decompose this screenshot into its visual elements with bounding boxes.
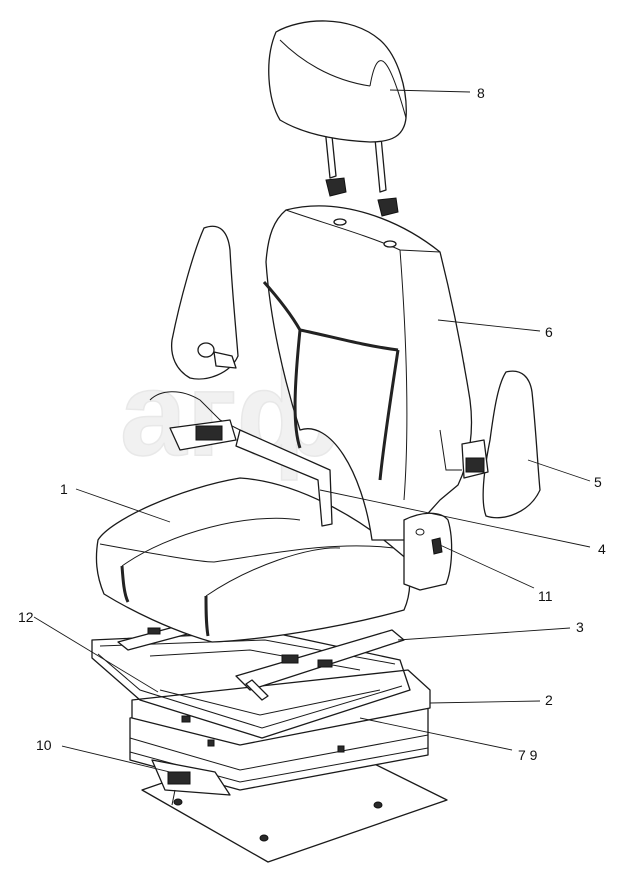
callout-5: 5	[594, 474, 602, 490]
leader-4	[319, 489, 591, 548]
headrest	[268, 20, 407, 143]
leader-8	[389, 89, 471, 93]
backrest	[262, 205, 473, 541]
callout-12: 12	[18, 609, 34, 625]
callout-11: 11	[538, 588, 553, 604]
callout-2: 2	[545, 692, 553, 708]
recline-lever	[403, 512, 453, 591]
callout-4: 4	[598, 541, 606, 557]
leader-6	[437, 319, 541, 332]
leader-11	[439, 544, 535, 589]
leader-lines	[33, 89, 591, 773]
callout-labels: 1 2 3 4 5 6 7 9 8 10 11 12	[18, 85, 606, 763]
callout-7-9: 7 9	[518, 747, 538, 763]
headrest-posts	[323, 115, 399, 217]
callout-1: 1	[60, 481, 68, 497]
leader-3	[397, 627, 571, 641]
right-armrest	[439, 370, 541, 519]
leader-7-9	[359, 717, 513, 751]
left-armrest	[149, 225, 333, 527]
seat-frame	[91, 631, 411, 739]
leader-1	[75, 488, 171, 523]
callout-10: 10	[36, 737, 52, 753]
leader-5	[527, 459, 591, 482]
suspension-unit	[129, 669, 431, 806]
leader-12	[33, 616, 159, 693]
callout-6: 6	[545, 324, 553, 340]
seat-cushion	[95, 477, 411, 643]
leader-2	[429, 700, 541, 704]
callout-8: 8	[477, 85, 485, 101]
leader-10	[61, 745, 171, 773]
callout-3: 3	[576, 619, 584, 635]
